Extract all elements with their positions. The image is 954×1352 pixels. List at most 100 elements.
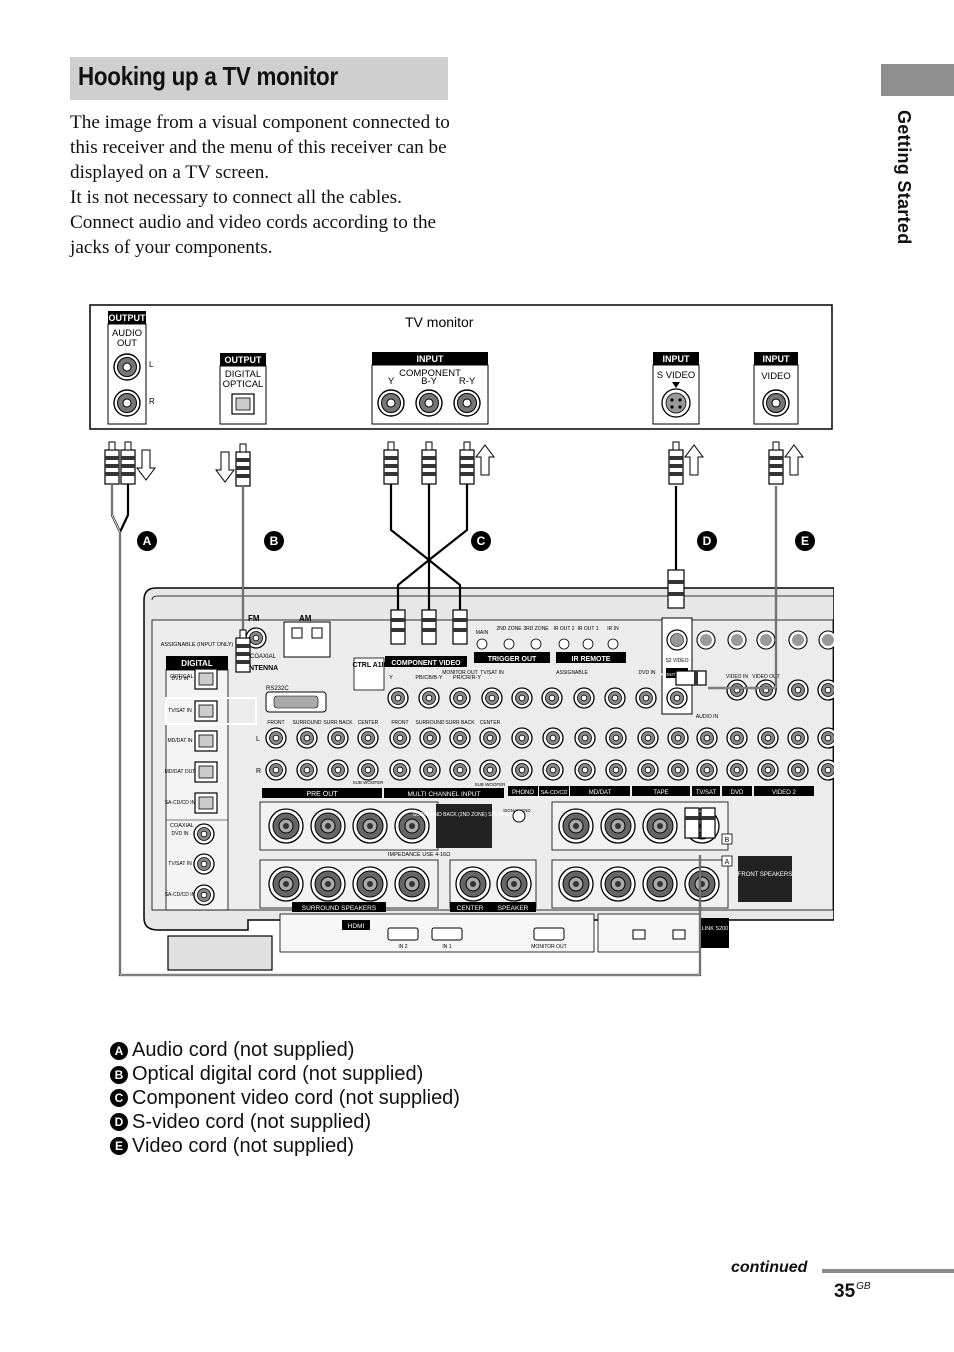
- rcv-front-speakers-label: FRONT SPEAKERS: [738, 872, 793, 878]
- tv-audio-out-header: OUTPUT: [109, 313, 147, 323]
- rcv-tvsat-in-small: TV/SAT IN: [480, 670, 504, 676]
- rcv-coaxial-ant-label: COAXIAL: [250, 654, 277, 660]
- legend-item: B Optical digital cord (not supplied): [110, 1063, 460, 1087]
- legend-badge-a: A: [110, 1041, 128, 1060]
- rcv-pre-surrback: SURR BACK: [323, 720, 353, 726]
- page-number-suffix: GB: [856, 1281, 871, 1292]
- rcv-hdmi-in2: IN 2: [398, 944, 407, 950]
- rcv-impedance-label: IMPEDANCE USE 4-16Ω: [388, 852, 450, 858]
- rcv-tape-label: TAPE: [653, 790, 668, 796]
- tv-component-ry: R-Y: [459, 376, 476, 387]
- section-title: Hooking up a TV monitor: [78, 61, 338, 91]
- legend-item: D S-video cord (not supplied): [110, 1110, 460, 1134]
- rcv-fm-label: FM: [248, 614, 260, 623]
- rcv-speaker-label: SPEAKER: [498, 905, 529, 912]
- rcv-coax-label-tvsat: TV/SAT IN: [168, 861, 192, 867]
- legend-badge-d: D: [110, 1113, 128, 1132]
- rcv-assignable-input: ASSIGNABLE (INPUT ONLY): [161, 642, 234, 648]
- rcv-ir-remote-header: IR REMOTE: [572, 656, 611, 663]
- intro-text: The image from a visual component connec…: [70, 110, 460, 260]
- rcv-dvd-label: DVD: [731, 790, 744, 796]
- direction-arrow-up-icon: [475, 444, 495, 476]
- rcv-optical-jacks: DVD IN TV/SAT IN MD/DAT IN MD/DAT OUT SA…: [165, 668, 218, 814]
- cable-e-plug: [768, 441, 784, 485]
- direction-arrow-up-icon: [684, 444, 704, 476]
- rcv-dlink-label: LINK S200: [702, 926, 729, 932]
- rcv-comp-col-pb: PB/CB/B-Y: [415, 675, 443, 681]
- rcv-multi-surrback: SURR BACK: [445, 720, 475, 726]
- rcv-ir-in: IR IN: [607, 626, 619, 632]
- rcv-pre-front: FRONT: [267, 720, 284, 726]
- rcv-trigger-3rd: 3RD ZONE: [523, 626, 549, 632]
- rcv-phono-label: PHONO: [512, 790, 534, 796]
- rcv-coaxial-label: COAXIAL: [170, 823, 194, 829]
- rcv-coax-label-dvd: DVD IN: [172, 831, 189, 837]
- page-number: 35GB: [834, 1281, 871, 1303]
- chapter-tab-label: Getting Started: [894, 110, 914, 245]
- rcv-monitor-out-small: MONITOR OUT: [442, 670, 477, 676]
- rcv-assignable-small: ASSIGNABLE: [556, 670, 588, 676]
- cable-a-plug-l: [104, 441, 120, 485]
- rcv-digital-header: DIGITAL: [181, 659, 213, 668]
- legend-badge-e: E: [110, 1137, 128, 1156]
- tv-component-y-jack: [377, 389, 405, 417]
- rcv-video2-label: VIDEO 2: [772, 790, 796, 796]
- legend-text-c: Component video cord (not supplied): [132, 1086, 460, 1109]
- cable-badge-e: E: [801, 534, 809, 548]
- rcv-opt-jack-label-sacd: SA-CD/CD IN: [165, 800, 196, 806]
- rcv-video-in-small: VIDEO IN: [726, 674, 748, 680]
- tv-optical-jack: [231, 393, 255, 415]
- tv-component-by: B-Y: [421, 376, 438, 387]
- legend-item: A Audio cord (not supplied): [110, 1039, 460, 1063]
- rcv-comp-col-pr: PR/CR/R-Y: [453, 675, 481, 681]
- rcv-trigger-2nd: 2ND ZONE: [496, 626, 522, 632]
- rcv-mddat-label: MD/DAT: [589, 790, 612, 796]
- section-heading: Hooking up a TV monitor: [70, 57, 448, 100]
- direction-arrow-down-icon: [136, 449, 156, 481]
- intro-paragraph-1: The image from a visual component connec…: [70, 112, 450, 183]
- legend-text-e: Video cord (not supplied): [132, 1134, 354, 1157]
- rcv-ir-out2: IR OUT 2: [553, 626, 574, 632]
- rcv-hdmi-monitor-out: MONITOR OUT: [531, 944, 566, 950]
- rcv-sacd-label: SA-CD/CD: [541, 790, 568, 796]
- rcv-dvd-in-small: DVD IN: [639, 670, 656, 676]
- rcv-subwoofer-multi: SUB WOOFER: [475, 782, 507, 787]
- chapter-tab-marker: [881, 64, 954, 96]
- legend-text-d: S-video cord (not supplied): [132, 1110, 372, 1133]
- tv-component-by-jack: [415, 389, 443, 417]
- tv-svideo-name: S VIDEO: [657, 370, 696, 381]
- cable-badge-c: C: [477, 534, 486, 548]
- legend-badge-c: C: [110, 1089, 128, 1108]
- cable-d-plug: [668, 441, 684, 485]
- tv-component-name: COMPONENT: [399, 368, 461, 379]
- cable-c-plug-y: [383, 441, 399, 485]
- rcv-comp-col-y: Y: [389, 675, 393, 681]
- rcv-rs232c-label: RS232C: [266, 686, 289, 692]
- rcv-pre-surround: SURROUND: [293, 720, 322, 726]
- tv-audio-r-jack: [113, 389, 141, 417]
- cable-badges: A B C D E: [137, 531, 815, 551]
- cable-c-plug-ry: [459, 441, 475, 485]
- rcv-audio-in-small: AUDIO IN: [696, 714, 719, 720]
- rcv-optical-label: OPTICAL: [170, 674, 194, 680]
- rcv-pre-l: L: [256, 736, 260, 743]
- rcv-pre-out-label: PRE OUT: [306, 791, 338, 798]
- rcv-opt-jack-label-mddat-out: MD/DAT OUT: [165, 769, 196, 775]
- rcv-ctrl-label: CTRL A1II: [352, 662, 385, 669]
- cable-badge-b: B: [270, 534, 279, 548]
- rcv-speaker-a-label: A: [725, 859, 730, 866]
- rcv-opt-jack-label-tvsat: TV/SAT IN: [168, 708, 192, 714]
- legend-text-a: Audio cord (not supplied): [132, 1039, 355, 1062]
- rcv-surround-back-label: SURROUND BACK (2ND ZONE) SPEAKERS: [413, 812, 516, 818]
- cable-a-plug-r: [120, 441, 136, 485]
- rcv-multi-center: CENTER: [480, 720, 501, 726]
- rcv-video-out-small: VIDEO OUT: [752, 674, 780, 680]
- rcv-trigger-main: MAIN: [476, 630, 489, 636]
- rcv-opt-jack-label-dvd: DVD IN: [172, 676, 189, 682]
- tv-audio-out-line2: OUT: [117, 338, 137, 349]
- rcv-component-video-header: COMPONENT VIDEO: [391, 660, 461, 667]
- intro-paragraph-3: Connect audio and video cords according …: [70, 212, 437, 258]
- legend-item: C Component video cord (not supplied): [110, 1087, 460, 1111]
- connection-diagram: TV monitor OUTPUT AUDIO OUT L R OUTPUT D…: [89, 304, 834, 977]
- cable-badge-d: D: [703, 534, 712, 548]
